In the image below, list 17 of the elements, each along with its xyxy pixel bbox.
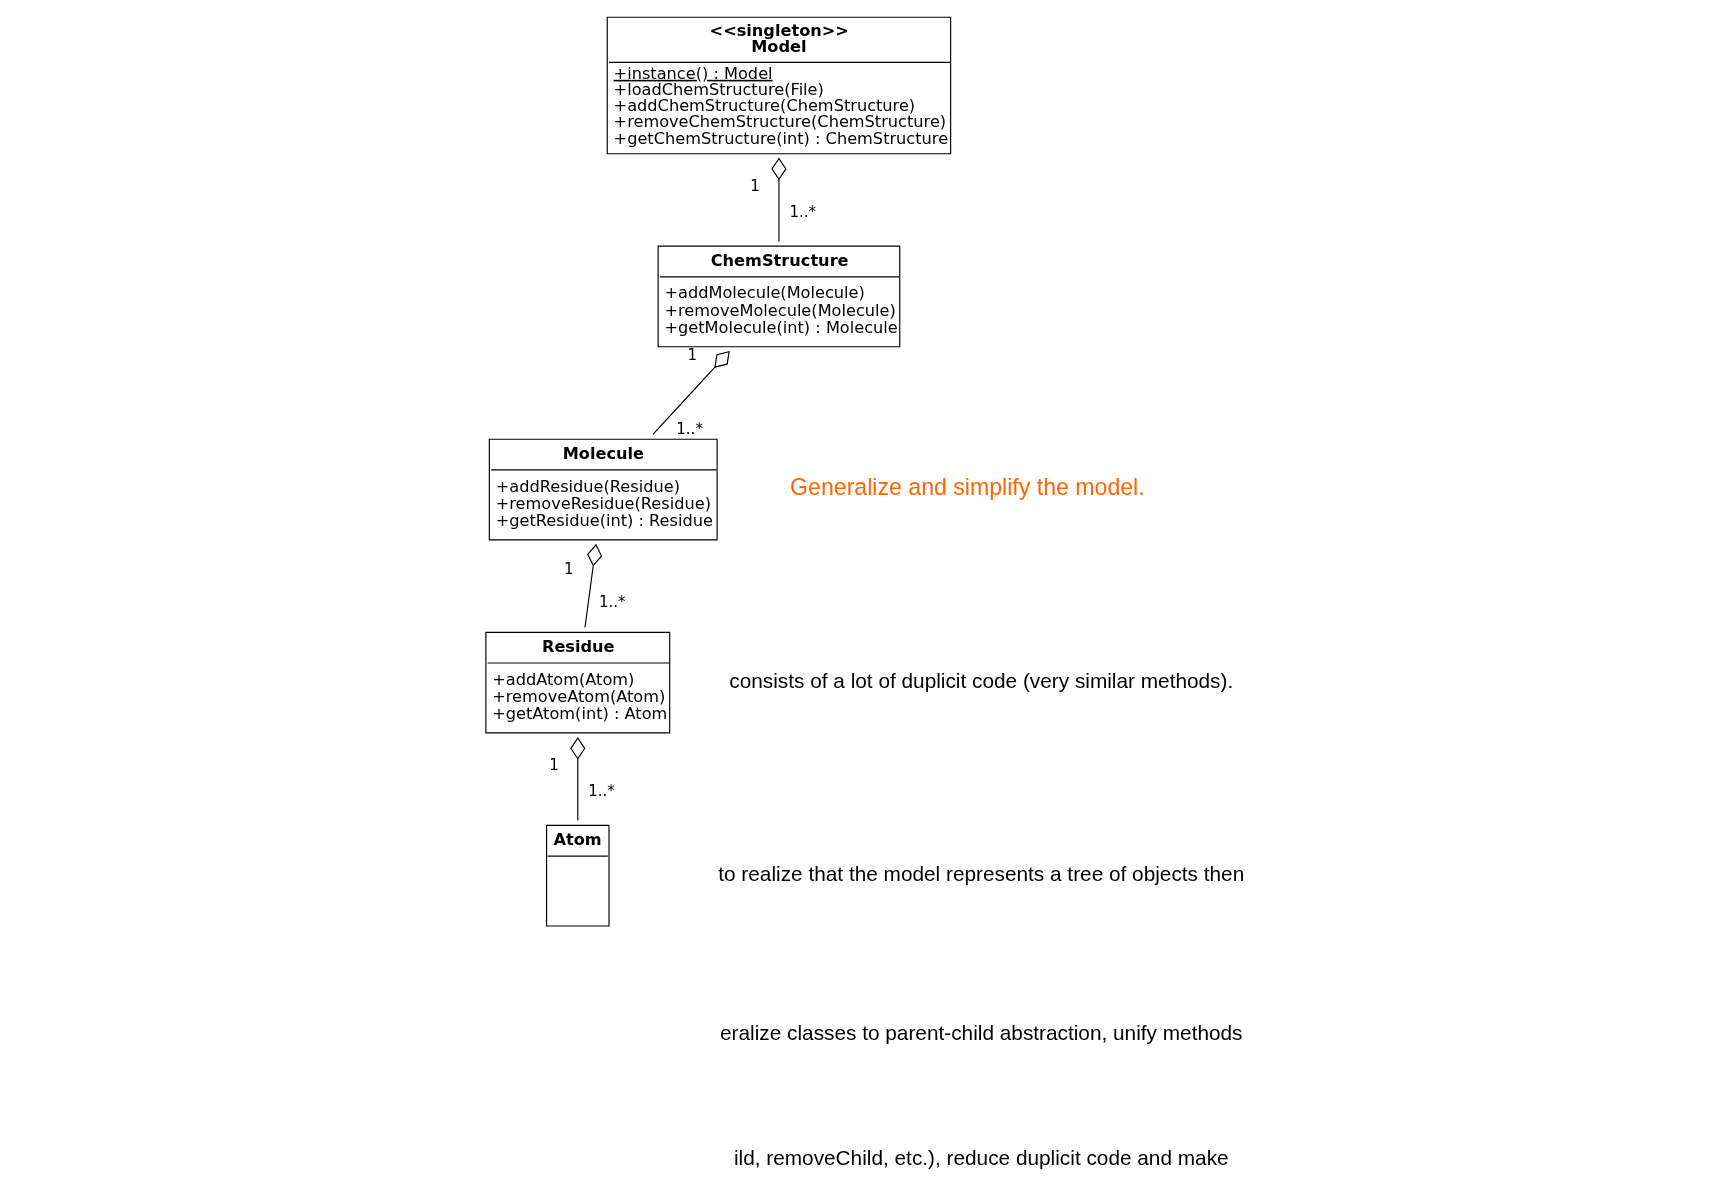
label: ild, removeChild, etc.), reduce duplicit code and make	[733, 1145, 1229, 1169]
label: 1..*	[598, 592, 626, 611]
label: to realize that the model represents a tree of objects then	[717, 861, 1244, 885]
connector	[569, 736, 585, 822]
label: consists of a lot of duplicit code (very similar methods).	[728, 668, 1233, 692]
label: 1	[563, 559, 573, 578]
connector	[770, 157, 787, 243]
label: 1..*	[675, 419, 703, 438]
label: Generalize and simplify the model.	[789, 474, 1145, 501]
label: eralize classes to parent-child abstraction, unify methods	[719, 1020, 1243, 1044]
label: 1	[749, 176, 760, 195]
label: 1..*	[587, 782, 615, 801]
label: 1	[687, 346, 697, 365]
connector	[583, 543, 602, 629]
connector	[651, 351, 730, 436]
label: 1	[548, 756, 559, 775]
label: 1..*	[788, 203, 816, 222]
